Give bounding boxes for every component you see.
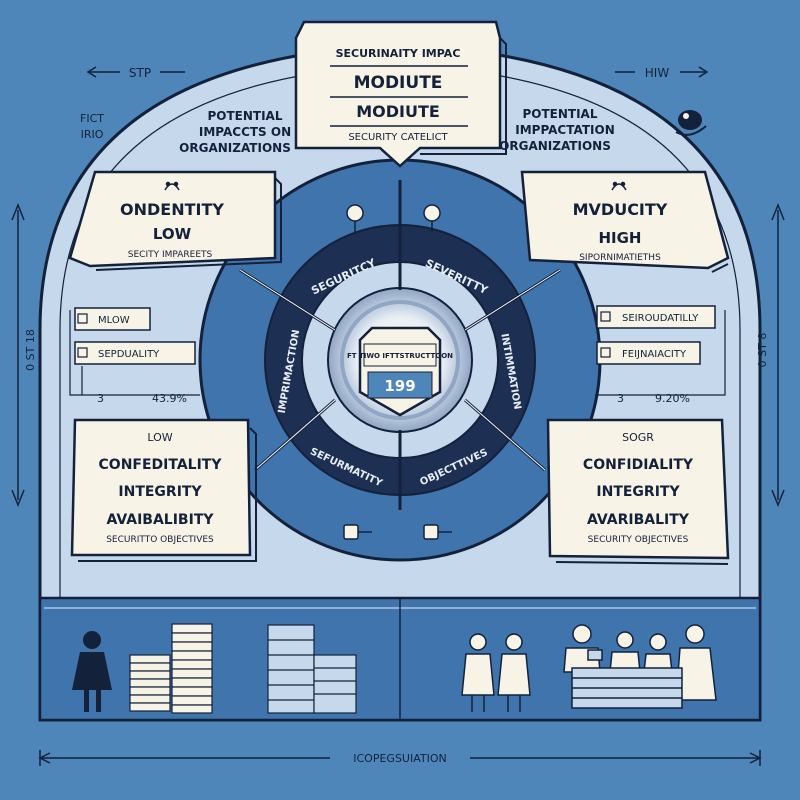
left-card-line2: LOW xyxy=(153,225,192,243)
bottom-right-card-shadow xyxy=(555,561,729,565)
label-top-right: HIW xyxy=(645,66,670,80)
shield-caption-bar xyxy=(363,343,437,367)
top-card-value-2: MODIUTE xyxy=(356,102,440,121)
right-checklist-footer-left: 3 xyxy=(617,392,624,405)
bottom-right-card-line3: INTEGRITY xyxy=(596,484,680,500)
bottom-left-card xyxy=(70,418,252,557)
right-card xyxy=(520,170,730,270)
label-left-small-1: FICT xyxy=(80,112,104,125)
bottom-caption-bg xyxy=(330,748,470,768)
connector-spokes-highlight xyxy=(239,269,561,471)
face-icon xyxy=(611,181,627,191)
left-card xyxy=(68,170,277,268)
label-left-side: 0 ST 18 xyxy=(24,329,37,371)
bottom-right-card-line1: SOGR xyxy=(622,431,654,444)
top-card-footer: SECURITY CATELICT xyxy=(348,132,448,143)
bottom-left-card-line5: SECURITTO OBJECTIVES xyxy=(106,535,214,545)
top-card-heading: SECURINAITY IMPAC xyxy=(336,47,461,60)
left-checklist-footer-left: 3 xyxy=(97,392,104,405)
top-left-arrow xyxy=(86,66,185,78)
left-card-line1: ONDENTITY xyxy=(120,200,224,219)
bottom-caption: ICOPEGSUIATION xyxy=(353,752,447,765)
bottom-right-card-line2: CONFIDIALITY xyxy=(583,457,694,473)
right-checklist xyxy=(595,305,726,396)
bottom-right-card-line5: SECURITY OBJECTIVES xyxy=(588,535,689,545)
bottom-left-card-line2: CONFEDITALITY xyxy=(99,457,223,473)
top-right-label-line1: POTENTIAL xyxy=(522,107,597,121)
top-left-label-line3: ORGANIZATIONS xyxy=(179,141,291,155)
shield-number: 199 xyxy=(384,377,415,395)
eye-icon xyxy=(675,110,707,136)
server-rack-icon xyxy=(267,624,357,714)
left-card-line3: SECITY IMPAREETS xyxy=(128,250,213,260)
bottom-right-card xyxy=(546,418,730,560)
top-card-value-1: MODIUTE xyxy=(354,73,443,93)
right-card-line1: MVDUCITY xyxy=(573,200,668,219)
bottom-left-card-line4: AVAIBALIBITY xyxy=(106,512,214,528)
right-card-line2: HIGH xyxy=(598,229,641,247)
left-checklist xyxy=(69,307,200,396)
document-stack-icon xyxy=(129,623,213,714)
people-group-icon xyxy=(461,633,531,712)
right-card-shadow xyxy=(711,263,729,273)
bottom-left-card-line1: LOW xyxy=(147,431,172,444)
top-card xyxy=(294,20,507,168)
top-left-label-line1: POTENTIAL xyxy=(207,109,282,123)
pin-icon xyxy=(346,204,441,232)
person-icon xyxy=(72,631,112,712)
left-checklist-footer-right: 43.9% xyxy=(152,392,187,405)
left-vertical-arrow xyxy=(11,202,25,508)
right-vertical-arrow xyxy=(771,202,785,508)
top-right-label-line2: IMPPACTATION xyxy=(515,123,615,137)
bottom-left-card-shadow xyxy=(78,427,257,562)
bottom-right-card-line4: AVARIBALITY xyxy=(587,512,690,528)
label-top-left: STP xyxy=(129,66,151,80)
shield-number-box xyxy=(367,371,433,399)
top-right-arrow xyxy=(615,66,709,78)
face-icon xyxy=(164,181,180,191)
left-checklist-item2: SEPDUALITY xyxy=(98,349,160,360)
right-checklist-item1: SEIROUDATILLY xyxy=(622,313,699,324)
label-left-small-2: IRIO xyxy=(81,128,104,141)
label-right-side: 0 ST 8 xyxy=(756,333,769,368)
bottom-left-card-line3: INTEGRITY xyxy=(118,484,202,500)
top-right-label-line3: ORGANIZATIONS xyxy=(499,139,611,153)
top-left-label-line2: IMPACCTS ON xyxy=(199,125,291,139)
right-checklist-footer-right: 9.20% xyxy=(655,392,690,405)
plug-icon xyxy=(343,524,452,540)
core-halo xyxy=(340,300,460,420)
shield-caption: FT TIWO IFTTSTRUCTTOON xyxy=(347,352,453,360)
left-checklist-item1: MLOW xyxy=(98,315,130,326)
meeting-table-icon xyxy=(563,624,717,709)
left-card-shadow xyxy=(95,177,282,271)
right-checklist-item2: FEIJNAIACITY xyxy=(622,349,687,360)
right-card-line3: SIPORNIMATIETHS xyxy=(579,253,661,263)
